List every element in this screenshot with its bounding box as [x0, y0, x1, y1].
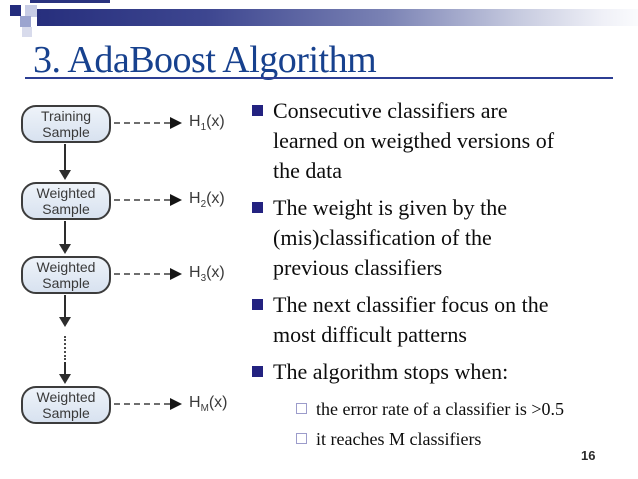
bullet-text: The next classifier focus on the most di… [273, 292, 549, 347]
sub-bullet-item: it reaches M classifiers [248, 424, 632, 454]
deco-top-strip [30, 0, 110, 3]
flow-node-training-sample: Training Sample [21, 105, 111, 143]
classifier-label-h3: H3(x) [189, 264, 225, 284]
classifier-arg: (x) [208, 394, 228, 411]
right-arrowhead-icon [170, 398, 182, 410]
bullet-square-icon [252, 366, 263, 377]
classifier-subscript: 1 [200, 122, 207, 134]
sub-bullet-square-icon [296, 433, 307, 444]
classifier-label-h2: H2(x) [189, 190, 225, 210]
down-arrow-line [64, 221, 66, 245]
down-arrow-line [64, 362, 66, 375]
right-arrowhead-icon [170, 194, 182, 206]
dashed-arrow-line [114, 199, 170, 201]
bullet-item: The next classifier focus on the most di… [248, 290, 632, 350]
bullet-item: Consecutive classifiers are learned on w… [248, 96, 632, 186]
right-arrowhead-icon [170, 268, 182, 280]
deco-square-navy [10, 5, 21, 16]
deco-gradient-bar [37, 9, 638, 26]
bullet-item: The algorithm stops when: [248, 357, 632, 387]
classifier-symbol: H [189, 394, 201, 411]
flow-node-label: Weighted Sample [36, 185, 96, 217]
bullet-square-icon [252, 105, 263, 116]
down-arrowhead-icon [59, 317, 71, 327]
sub-bullet-square-icon [296, 403, 307, 414]
bullet-item: The weight is given by the (mis)classifi… [248, 193, 632, 283]
ellipsis-dotted-line [64, 336, 66, 360]
down-arrowhead-icon [59, 374, 71, 384]
classifier-label-hm: HM(x) [189, 394, 227, 414]
classifier-subscript: M [200, 403, 209, 415]
classifier-arg: (x) [206, 190, 225, 207]
down-arrow-line [64, 144, 66, 171]
bullet-text: The algorithm stops when: [273, 359, 509, 384]
deco-square-pale [22, 27, 32, 37]
bullet-square-icon [252, 299, 263, 310]
dashed-arrow-line [114, 403, 170, 405]
flow-node-weighted-sample-final: Weighted Sample [21, 386, 111, 424]
classifier-label-h1: H1(x) [189, 113, 225, 133]
adaboost-flowchart: Training Sample Weighted Sample Weighted… [0, 0, 245, 479]
bullet-text: The weight is given by the (mis)classifi… [273, 195, 508, 280]
bullet-text: Consecutive classifiers are learned on w… [273, 98, 555, 183]
classifier-arg: (x) [206, 264, 225, 281]
bullet-list: Consecutive classifiers are learned on w… [248, 96, 632, 454]
sub-bullet-item: the error rate of a classifier is >0.5 [248, 394, 632, 424]
flow-node-label: Training Sample [40, 108, 92, 140]
dashed-arrow-line [114, 122, 170, 124]
flow-node-label: Weighted Sample [36, 389, 96, 421]
page-number: 16 [581, 448, 596, 463]
down-arrowhead-icon [59, 244, 71, 254]
sub-bullet-text: the error rate of a classifier is >0.5 [316, 399, 565, 419]
bullet-square-icon [252, 202, 263, 213]
flow-node-weighted-sample-1: Weighted Sample [21, 182, 111, 220]
classifier-arg: (x) [206, 113, 225, 130]
sub-bullet-text: it reaches M classifiers [316, 429, 482, 449]
down-arrowhead-icon [59, 170, 71, 180]
classifier-symbol: H [189, 113, 201, 130]
classifier-subscript: 3 [200, 273, 207, 285]
classifier-symbol: H [189, 264, 201, 281]
flow-node-weighted-sample-2: Weighted Sample [21, 256, 111, 294]
flow-node-label: Weighted Sample [36, 259, 96, 291]
right-arrowhead-icon [170, 117, 182, 129]
classifier-symbol: H [189, 190, 201, 207]
classifier-subscript: 2 [200, 199, 207, 211]
title-underline [25, 77, 613, 79]
slide-title: 3. AdaBoost Algorithm [33, 39, 377, 81]
deco-square-medium [20, 16, 31, 27]
deco-square-light [25, 5, 37, 17]
dashed-arrow-line [114, 273, 170, 275]
down-arrow-line [64, 295, 66, 318]
